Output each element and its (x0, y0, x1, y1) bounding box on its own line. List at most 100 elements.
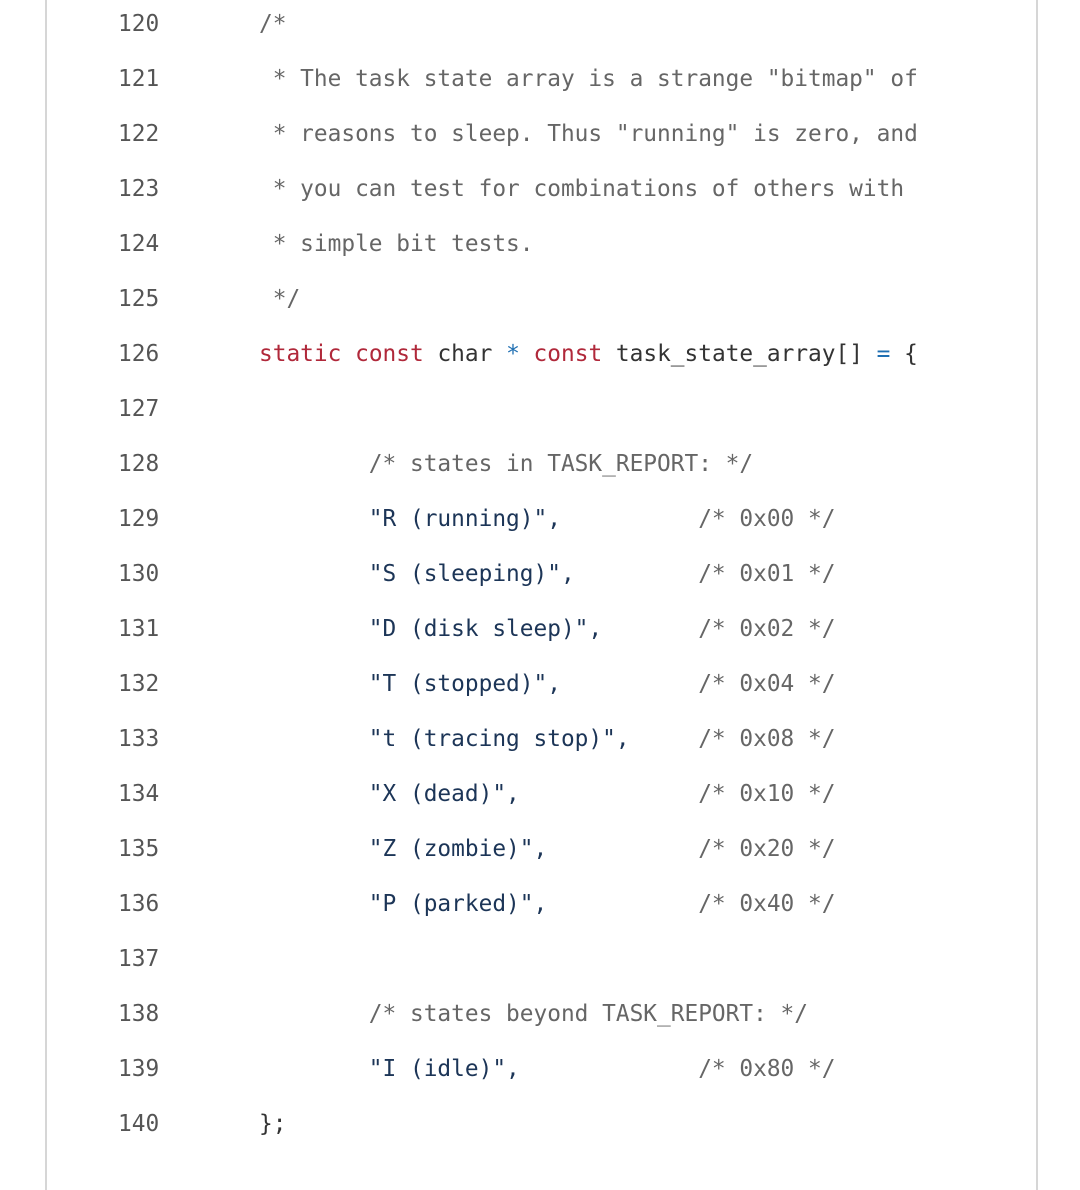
line-number: 125 (118, 286, 160, 312)
code-line: 121 * The task state array is a strange … (47, 52, 1036, 107)
code-token: char (423, 341, 507, 367)
line-number: 139 (118, 1056, 160, 1082)
line-source: "P (parked)", /* 0x40 */ (259, 877, 836, 932)
line-source: * you can test for combinations of other… (259, 162, 904, 217)
line-source: /* (259, 0, 286, 52)
line-source: "Z (zombie)", /* 0x20 */ (259, 822, 836, 877)
line-source: "S (sleeping)", /* 0x01 */ (259, 547, 836, 602)
string-token: "I (idle)", (259, 1056, 520, 1082)
code-line: 123 * you can test for combinations of o… (47, 162, 1036, 217)
line-number: 137 (118, 946, 160, 972)
line-number: 127 (118, 396, 160, 422)
string-token: "S (sleeping)", (259, 561, 575, 587)
code-line: 125 */ (47, 272, 1036, 327)
line-number: 121 (118, 66, 160, 92)
code-line: 136 "P (parked)", /* 0x40 */ (47, 877, 1036, 932)
line-source: "R (running)", /* 0x00 */ (259, 492, 836, 547)
line-source: /* states beyond TASK_REPORT: */ (259, 987, 808, 1042)
code-listing: 120 /* 121 * The task state array is a str… (47, 0, 1036, 1152)
comment-token: /* states beyond TASK_REPORT: */ (259, 1001, 808, 1027)
line-source: * The task state array is a strange "bit… (259, 52, 918, 107)
comment-token: /* 0x02 */ (602, 616, 836, 642)
code-line: 124 * simple bit tests. (47, 217, 1036, 272)
keyword-token: static (259, 341, 342, 367)
line-number: 120 (118, 11, 160, 37)
line-number: 140 (118, 1111, 160, 1137)
line-number: 132 (118, 671, 160, 697)
comment-token: * simple bit tests. (259, 231, 534, 257)
code-line: 122 * reasons to sleep. Thus "running" i… (47, 107, 1036, 162)
code-token: }; (259, 1111, 287, 1137)
code-line: 137 (47, 932, 1036, 987)
code-line: 131 "D (disk sleep)", /* 0x02 */ (47, 602, 1036, 657)
line-number: 130 (118, 561, 160, 587)
code-line: 126 static const char * const task_state_… (47, 327, 1036, 382)
comment-token: /* 0x01 */ (574, 561, 836, 587)
line-source: */ (259, 272, 300, 327)
line-source: static const char * const task_state_arr… (259, 327, 918, 382)
line-number: 135 (118, 836, 160, 862)
code-line: 138 /* states beyond TASK_REPORT: */ (47, 987, 1036, 1042)
operator-token: * (506, 341, 520, 367)
code-line: 134 "X (dead)", /* 0x10 */ (47, 767, 1036, 822)
line-source: * simple bit tests. (259, 217, 534, 272)
line-source: "D (disk sleep)", /* 0x02 */ (259, 602, 836, 657)
code-token: { (890, 341, 918, 367)
code-line: 140}; (47, 1097, 1036, 1152)
line-number: 136 (118, 891, 160, 917)
comment-token: /* (259, 11, 287, 37)
line-number: 122 (118, 121, 160, 147)
string-token: "D (disk sleep)", (259, 616, 603, 642)
code-token (341, 341, 355, 367)
operator-token: = (876, 341, 891, 367)
line-source: }; (259, 1097, 286, 1152)
code-line: 132 "T (stopped)", /* 0x04 */ (47, 657, 1036, 712)
code-token (520, 341, 534, 367)
keyword-token: const (355, 341, 424, 367)
comment-token: /* 0x00 */ (560, 506, 836, 532)
string-token: "t (tracing stop)", (259, 726, 630, 752)
code-viewer: 120 /* 121 * The task state array is a str… (45, 0, 1038, 1190)
comment-token: /* 0x40 */ (547, 891, 836, 917)
line-source: "I (idle)", /* 0x80 */ (259, 1042, 836, 1097)
comment-token: * reasons to sleep. Thus "running" is ze… (259, 121, 918, 147)
keyword-token: const (533, 341, 603, 367)
string-token: "P (parked)", (259, 891, 548, 917)
line-number: 131 (118, 616, 160, 642)
code-line: 135 "Z (zombie)", /* 0x20 */ (47, 822, 1036, 877)
comment-token: /* states in TASK_REPORT: */ (259, 451, 754, 477)
code-line: 130 "S (sleeping)", /* 0x01 */ (47, 547, 1036, 602)
line-source: /* states in TASK_REPORT: */ (259, 437, 753, 492)
line-source: "t (tracing stop)", /* 0x08 */ (259, 712, 836, 767)
code-line: 120 /* (47, 0, 1036, 52)
line-number: 133 (118, 726, 160, 752)
line-number: 129 (118, 506, 160, 532)
comment-token: */ (259, 286, 301, 312)
comment-token: /* 0x04 */ (560, 671, 836, 697)
line-number: 138 (118, 1001, 160, 1027)
line-source: * reasons to sleep. Thus "running" is ze… (259, 107, 918, 162)
comment-token: /* 0x10 */ (519, 781, 836, 807)
code-token: task_state_array[] (602, 341, 877, 367)
comment-token: /* 0x08 */ (629, 726, 836, 752)
comment-token: /* 0x80 */ (519, 1056, 836, 1082)
code-line: 139 "I (idle)", /* 0x80 */ (47, 1042, 1036, 1097)
code-line: 129 "R (running)", /* 0x00 */ (47, 492, 1036, 547)
code-line: 133 "t (tracing stop)", /* 0x08 */ (47, 712, 1036, 767)
line-number: 123 (118, 176, 160, 202)
string-token: "T (stopped)", (259, 671, 561, 697)
line-source: "T (stopped)", /* 0x04 */ (259, 657, 836, 712)
comment-token: * you can test for combinations of other… (259, 176, 905, 202)
line-source: "X (dead)", /* 0x10 */ (259, 767, 836, 822)
string-token: "X (dead)", (259, 781, 520, 807)
line-number: 126 (118, 341, 160, 367)
comment-token: * The task state array is a strange "bit… (259, 66, 918, 92)
string-token: "Z (zombie)", (259, 836, 548, 862)
line-number: 128 (118, 451, 160, 477)
code-line: 128 /* states in TASK_REPORT: */ (47, 437, 1036, 492)
line-number: 134 (118, 781, 160, 807)
string-token: "R (running)", (259, 506, 561, 532)
line-number: 124 (118, 231, 160, 257)
code-line: 127 (47, 382, 1036, 437)
comment-token: /* 0x20 */ (547, 836, 836, 862)
